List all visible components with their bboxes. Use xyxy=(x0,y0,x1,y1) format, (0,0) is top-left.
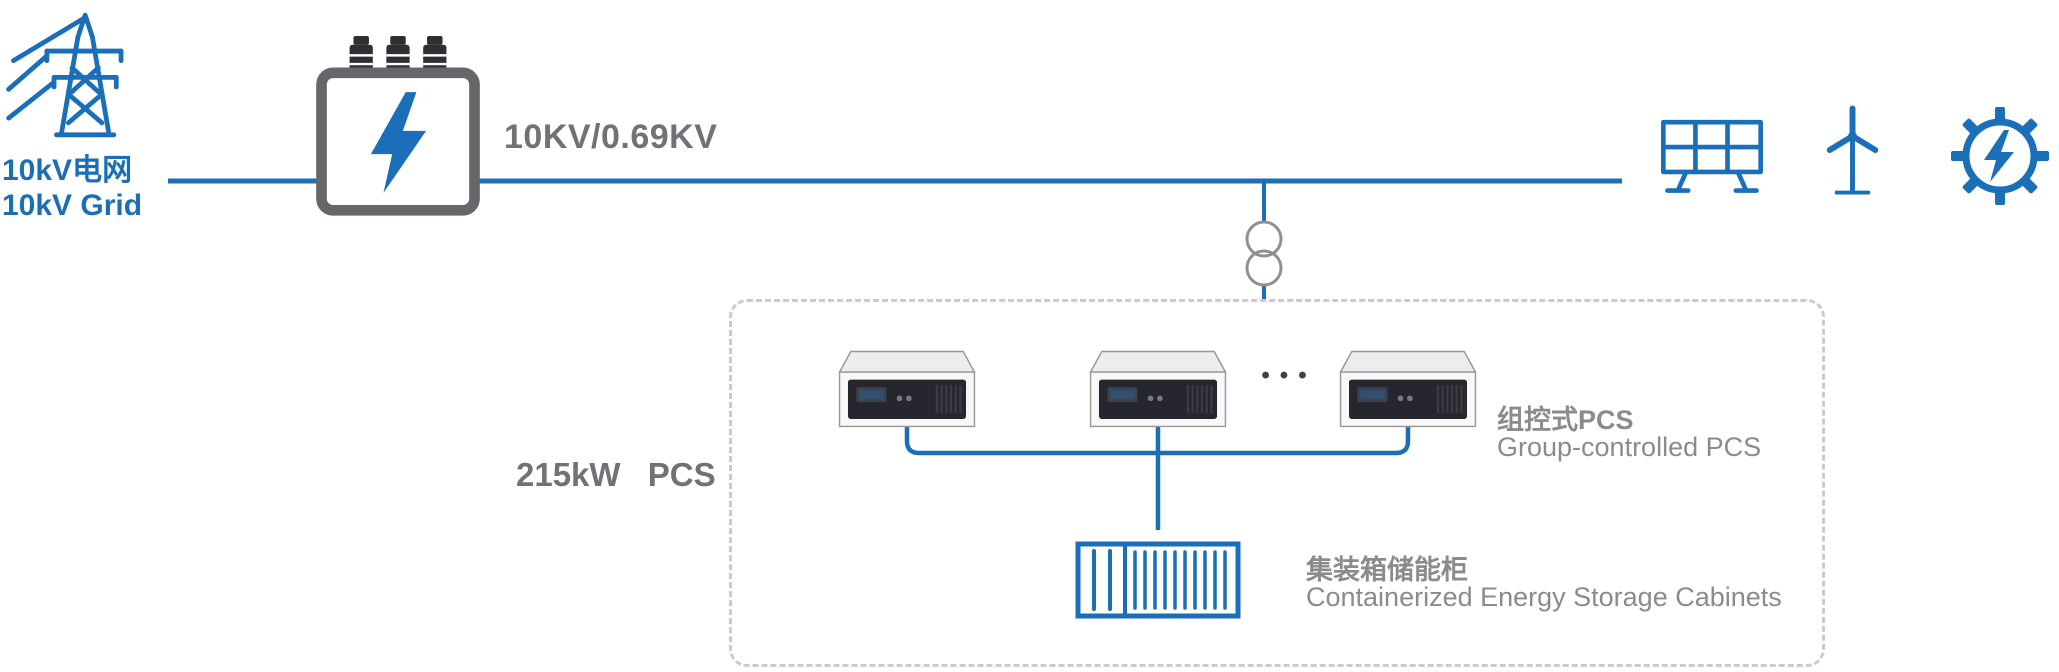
pcs-rating-label: 215kW PCS xyxy=(516,456,716,493)
grid-label-cn: 10kV电网 xyxy=(2,154,133,187)
pcs-group-label-en: Group-controlled PCS xyxy=(1497,432,1762,462)
pcs-unit-3-icon xyxy=(1333,344,1483,438)
wind-turbine-icon xyxy=(1806,102,1900,207)
pcs-group-label-cn: 组控式PCS xyxy=(1497,405,1634,435)
pcs-unit-2-icon xyxy=(1083,344,1233,438)
storage-label-cn: 集装箱储能柜 xyxy=(1306,555,1468,585)
storage-container-icon xyxy=(1073,528,1243,628)
storage-label-en: Containerized Energy Storage Cabinets xyxy=(1306,582,1782,612)
grid-source-label: 10kV电网 10kV Grid xyxy=(2,154,142,223)
pcs-ellipsis: ••• xyxy=(1261,362,1317,389)
lightning-bolt-icon xyxy=(370,92,427,193)
transformer-icon xyxy=(306,34,490,228)
pcs-group-boundary xyxy=(729,299,1825,667)
voltage-ratio-label: 10KV/0.69KV xyxy=(504,118,718,156)
gear-lightning-icon xyxy=(1950,106,2050,211)
solar-panel-icon xyxy=(1655,116,1769,209)
pcs-unit-1-icon xyxy=(832,344,982,438)
coupling-transformer-symbol xyxy=(1245,220,1283,287)
transmission-tower-icon xyxy=(6,8,138,147)
grid-label-en: 10kV Grid xyxy=(2,188,143,222)
